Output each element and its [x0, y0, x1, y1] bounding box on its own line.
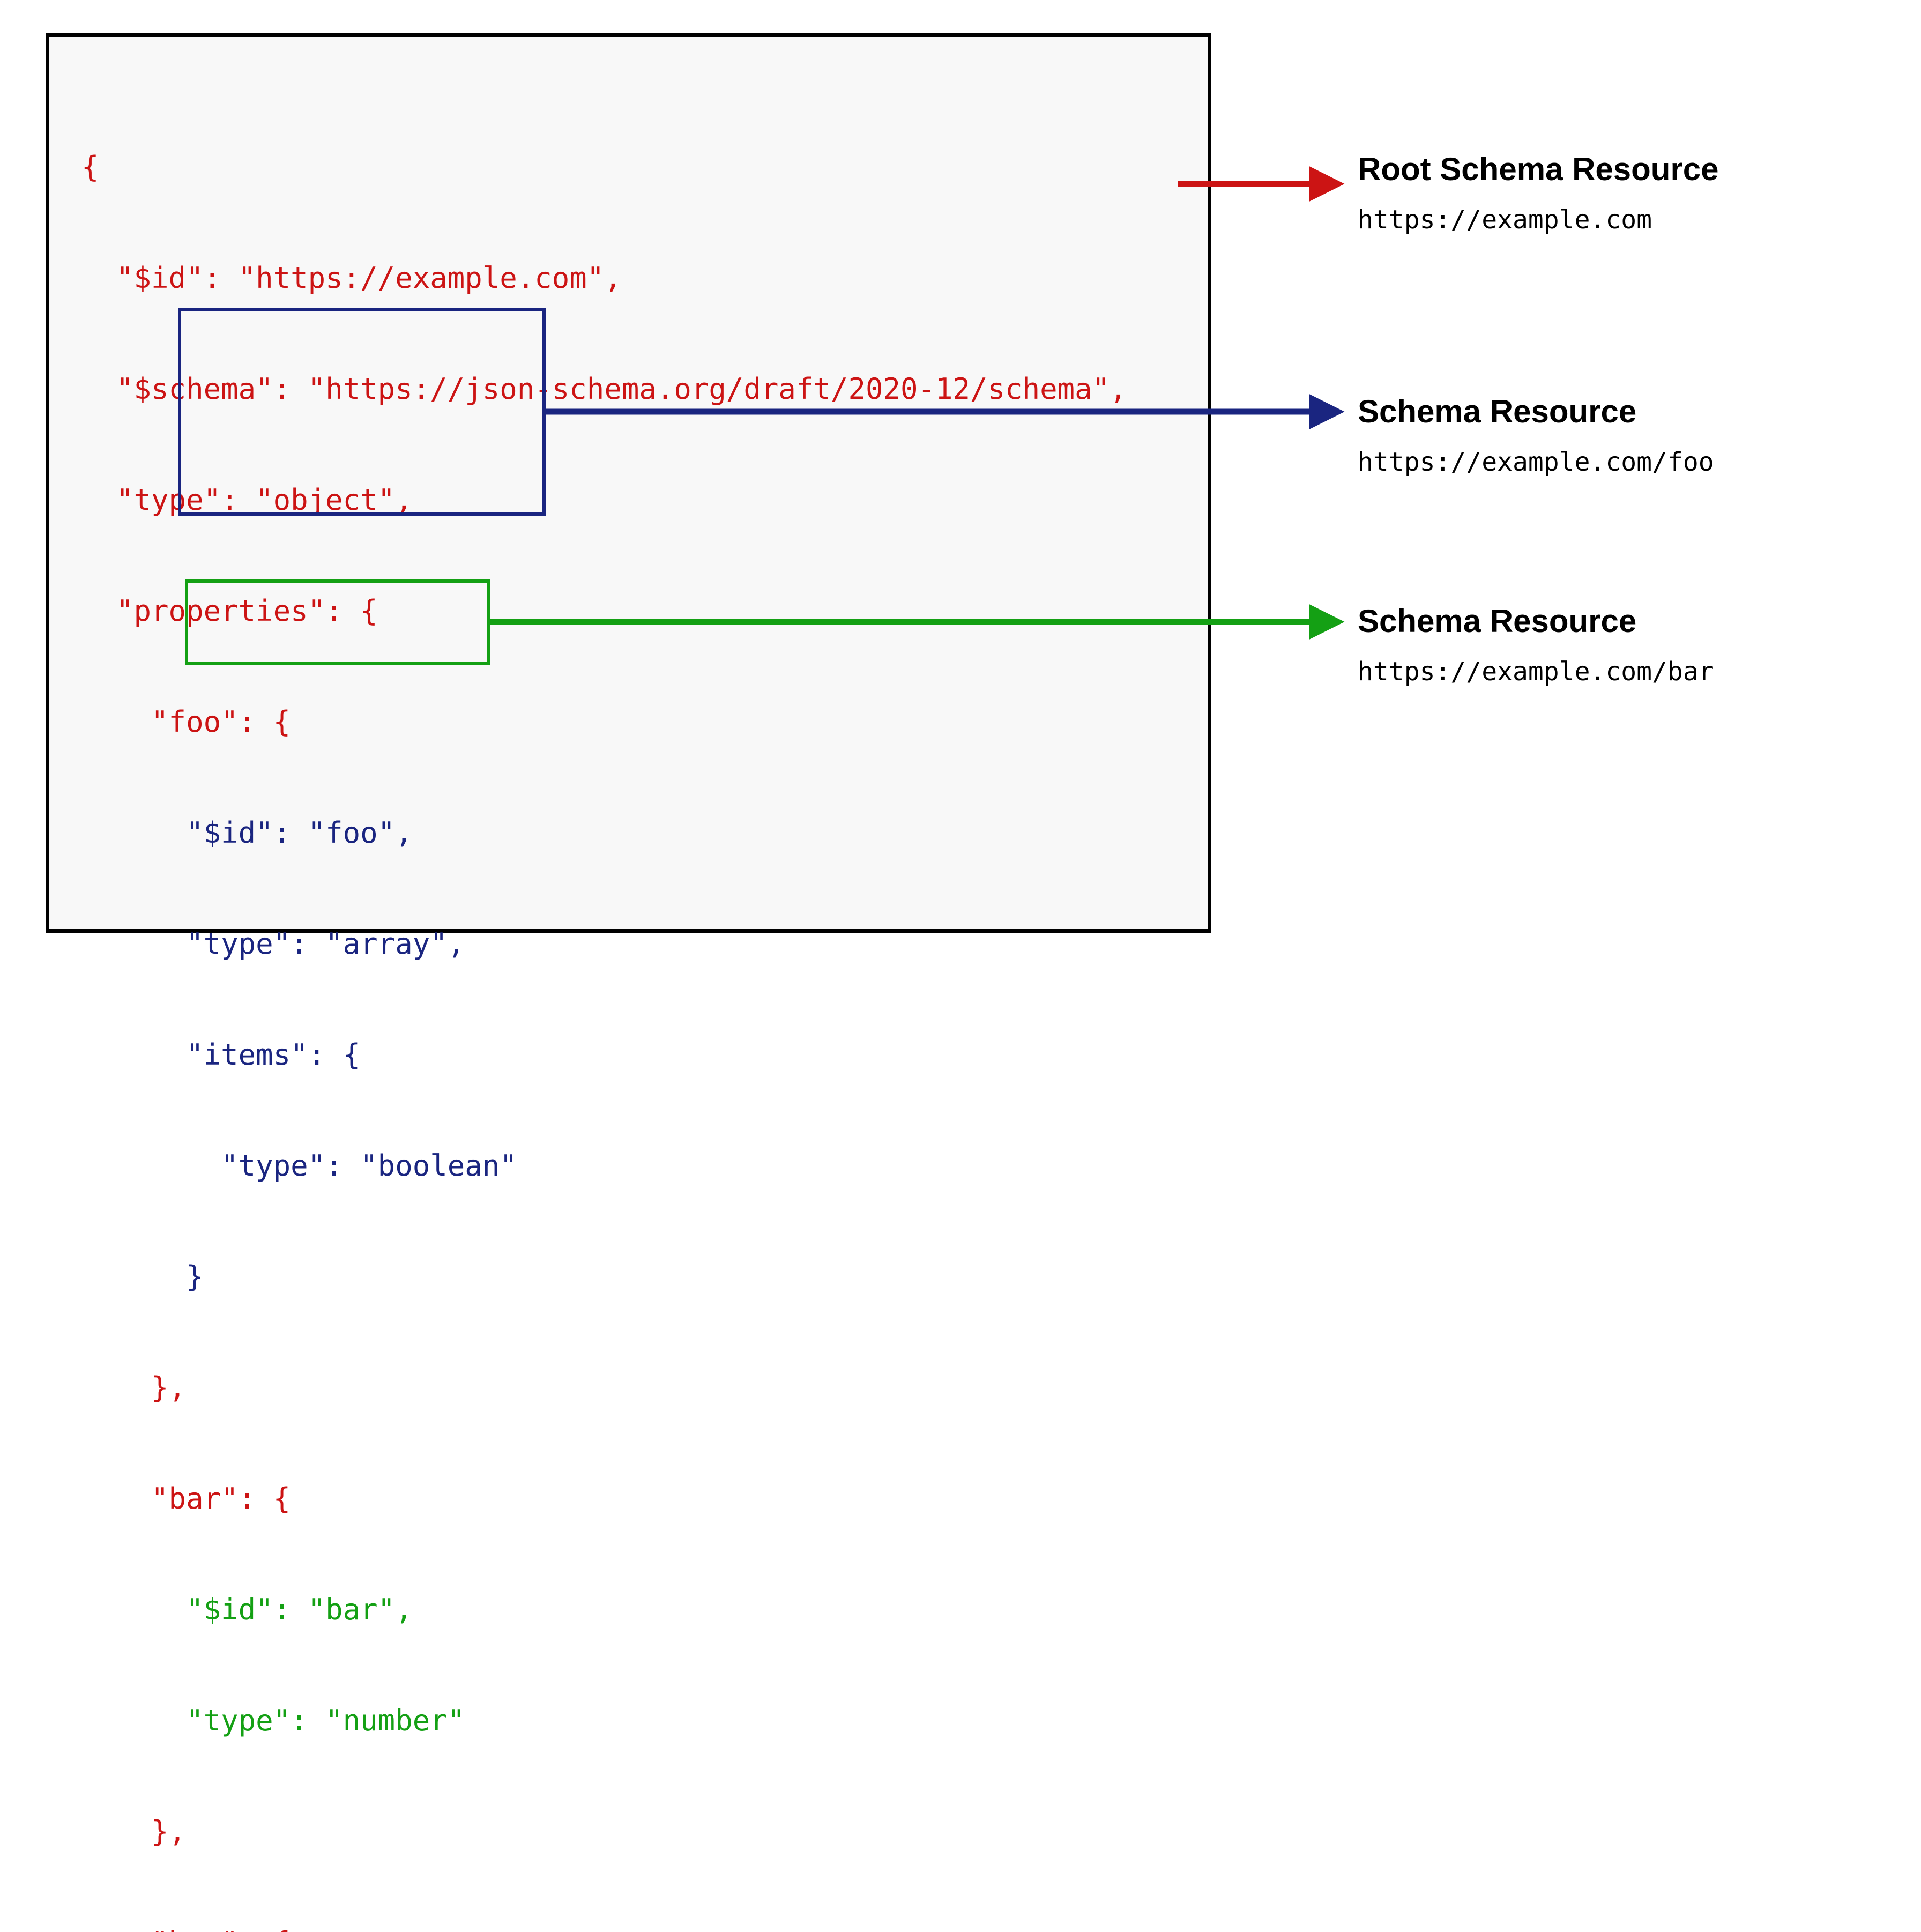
code-line: }, — [81, 1371, 187, 1405]
code-line: "type": "array", — [81, 927, 465, 961]
annotation-foo-schema-resource: Schema Resource https://example.com/foo — [1358, 393, 1714, 477]
annotation-url: https://example.com/foo — [1358, 447, 1714, 477]
annotation-title: Root Schema Resource — [1358, 151, 1719, 187]
annotation-title: Schema Resource — [1358, 603, 1637, 639]
code-line: } — [81, 1260, 204, 1294]
annotation-bar-schema-resource: Schema Resource https://example.com/bar — [1358, 604, 1714, 686]
code-line: }, — [81, 1815, 187, 1848]
code-line: { — [81, 150, 99, 184]
code-line: "$id": "https://example.com", — [81, 261, 622, 295]
code-line: "foo": { — [81, 705, 291, 739]
code-line: "type": "boolean" — [81, 1149, 517, 1183]
annotation-url: https://example.com — [1358, 205, 1652, 235]
code-line: "type": "number" — [81, 1704, 465, 1737]
code-line: "type": "object", — [81, 483, 413, 517]
json-schema-code: { "$id": "https://example.com", "$schema… — [81, 75, 1127, 1932]
code-line: "properties": { — [81, 594, 378, 628]
code-line: "$id": "foo", — [81, 816, 413, 850]
code-line: "$schema": "https://json-schema.org/draf… — [81, 372, 1127, 406]
code-panel: { "$id": "https://example.com", "$schema… — [46, 33, 1211, 1932]
annotation-title: Schema Resource — [1358, 393, 1637, 429]
annotation-root-schema-resource: Root Schema Resource https://example.com — [1358, 152, 1719, 234]
code-line: "$id": "bar", — [81, 1593, 413, 1626]
code-line: "items": { — [81, 1038, 361, 1072]
code-line: "baz": { — [81, 1924, 1127, 1932]
annotation-url: https://example.com/bar — [1358, 657, 1714, 687]
code-line: "bar": { — [81, 1482, 291, 1515]
